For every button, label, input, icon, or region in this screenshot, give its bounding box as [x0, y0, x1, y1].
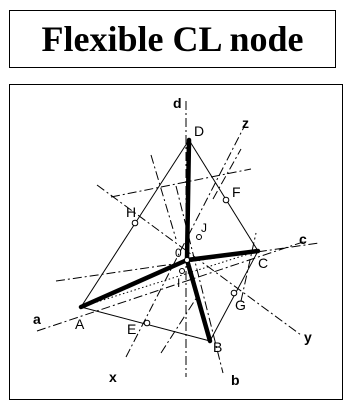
marker-G	[230, 289, 238, 297]
bar-0A	[78, 257, 190, 310]
midpoint-markers	[131, 196, 238, 327]
label-F: F	[232, 184, 241, 200]
title-box: Flexible CL node	[9, 10, 336, 68]
page-title: Flexible CL node	[41, 19, 304, 59]
bar-0B	[184, 257, 213, 344]
axis-a	[36, 240, 307, 332]
label-A: A	[75, 316, 85, 332]
label-O: 0	[175, 246, 182, 260]
node-diagram: D A B C H F G E J I 0 d z c a y x b	[9, 84, 343, 400]
marker-I	[179, 268, 185, 274]
node-bars	[78, 137, 261, 344]
edge-AC-hidden	[80, 250, 259, 308]
label-C: C	[258, 255, 268, 271]
label-D: D	[194, 123, 204, 139]
label-axis-x: x	[109, 369, 117, 385]
marker-O	[184, 257, 190, 263]
label-axis-c: c	[299, 231, 307, 247]
axis-h	[150, 154, 177, 240]
marker-J	[196, 234, 202, 240]
marker-H	[131, 219, 139, 227]
label-axis-y: y	[304, 329, 312, 345]
bar-0D	[184, 137, 192, 263]
axis-gh	[110, 168, 252, 198]
axes	[36, 101, 320, 377]
label-B: B	[213, 339, 222, 355]
tetrahedron-edges	[80, 139, 259, 342]
edge-DC	[188, 139, 259, 252]
label-G: G	[235, 297, 246, 313]
label-E: E	[127, 321, 136, 337]
axis-b	[175, 185, 224, 374]
label-axis-a: a	[33, 311, 41, 327]
label-axis-d: d	[173, 95, 182, 111]
axis-g	[240, 232, 257, 302]
label-H: H	[126, 204, 136, 220]
marker-F	[222, 196, 230, 204]
marker-E	[143, 319, 151, 327]
node-diagram-svg: D A B C H F G E J I 0 d z c a y x b	[33, 95, 320, 388]
axis-x-z	[125, 124, 246, 358]
label-I: I	[177, 276, 180, 290]
axis-f	[212, 148, 242, 200]
axis-e	[160, 296, 198, 354]
bar-0C	[184, 248, 261, 263]
label-axis-b: b	[231, 372, 240, 388]
label-J: J	[201, 221, 207, 235]
label-axis-z: z	[242, 115, 249, 131]
